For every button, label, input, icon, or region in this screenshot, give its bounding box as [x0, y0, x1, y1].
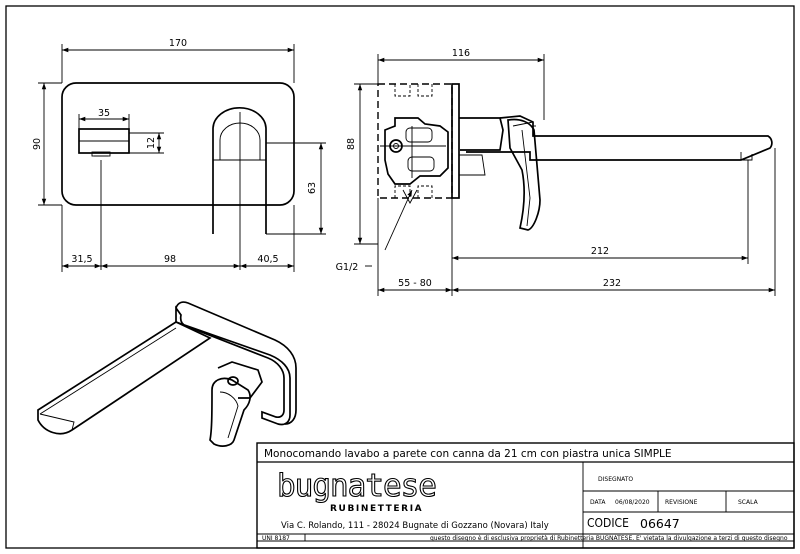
title-block: Monocomando lavabo a parete con canna da…: [256, 442, 795, 549]
dim-116: 116: [452, 48, 470, 59]
dim-40-5: 40,5: [257, 254, 278, 265]
front-plate: [61, 82, 295, 206]
dim-212: 212: [591, 246, 609, 257]
sheet-border: [5, 5, 795, 549]
dim-35: 35: [98, 108, 110, 119]
company-address: Via C. Rolando, 111 - 28024 Bugnate di G…: [281, 521, 549, 531]
drawing-title: Monocomando lavabo a parete con canna da…: [264, 448, 672, 460]
codice-label: CODICE: [587, 516, 629, 530]
disegnato-label: DISEGNATO: [598, 476, 633, 483]
dim-12: 12: [146, 137, 157, 149]
dim-31-5: 31,5: [71, 254, 92, 265]
side-lever: [507, 118, 541, 231]
codice-value: 06647: [640, 516, 680, 531]
dim-170: 170: [169, 38, 187, 49]
install-box-dashed: [377, 83, 453, 199]
side-view: G1/2 116 88 212: [336, 48, 776, 296]
data-label: DATA: [590, 499, 606, 506]
thread-pointer: [384, 189, 418, 251]
front-lever: [212, 106, 267, 234]
dim-55-80: 55 - 80: [398, 278, 432, 289]
front-view: 170 90 35 12 63 31,5 98 40,5: [32, 38, 326, 272]
valve-body: [380, 117, 449, 185]
uni-standard: UNI 8187: [262, 535, 290, 542]
brand-subtitle: RUBINETTERIA: [330, 504, 423, 514]
dim-98: 98: [164, 254, 176, 265]
dim-g1-2: G1/2: [336, 262, 359, 273]
dim-88: 88: [346, 138, 357, 150]
data-value: 06/08/2020: [615, 499, 650, 506]
dim-232: 232: [603, 278, 621, 289]
brand-logo: bugnatese: [277, 468, 436, 504]
side-spout: [466, 115, 773, 161]
front-spout-outlet: [78, 128, 130, 157]
isometric-view: [37, 301, 297, 447]
revisione-label: REVISIONE: [665, 499, 698, 506]
side-wall-plate: [451, 83, 460, 199]
scala-label: SCALA: [738, 499, 759, 506]
dim-63: 63: [307, 182, 318, 194]
ownership-disclaimer: questo disegno è di esclusiva proprietà …: [430, 535, 788, 542]
dim-90: 90: [32, 138, 43, 150]
